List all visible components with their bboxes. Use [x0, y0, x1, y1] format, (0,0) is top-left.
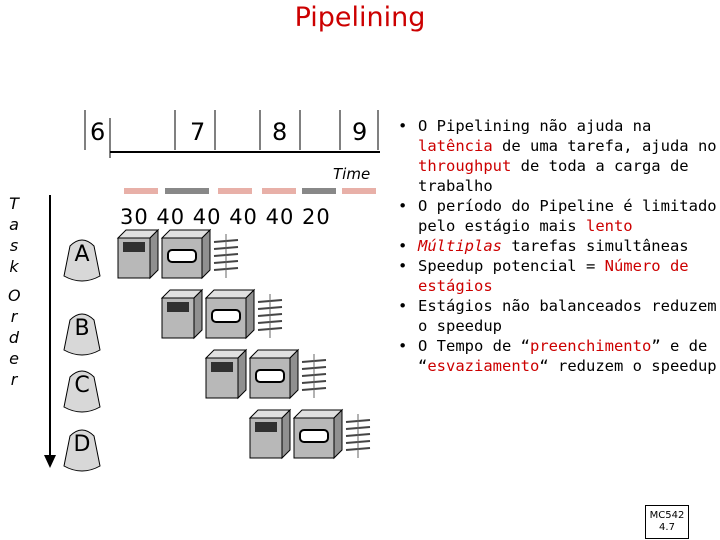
bullet-text: throughput [418, 157, 512, 175]
bullet-item: • Múltiplas tarefas simultâneas [398, 236, 720, 256]
task-order-label: T a s k O r d e r [8, 194, 21, 389]
folding-icon [301, 354, 327, 398]
dryer-icon [160, 228, 212, 280]
washer-icon [204, 348, 248, 400]
folding-icon [213, 234, 239, 278]
bullet-item: • O Pipelining não ajuda na latência de u… [398, 116, 720, 196]
bullet-item: • Speedup potencial = Número de estágios [398, 256, 720, 296]
bullet-text: Estágios não balanceados reduzem o speed… [418, 297, 717, 335]
bullet-dot: • [398, 197, 408, 215]
bullet-text: lento [585, 217, 633, 235]
timeline-label-9: 9 [352, 118, 368, 146]
bullet-dot: • [398, 117, 408, 135]
bullet-text: Speedup potencial = [418, 257, 605, 275]
bullet-text: latência [418, 137, 493, 155]
bullet-text: ” e de “ [418, 337, 708, 375]
task-bag-a: A [62, 236, 102, 288]
bullet-dot: • [398, 297, 408, 315]
dryer-icon [248, 348, 300, 400]
timeline-label-8: 8 [272, 118, 288, 146]
bullet-text: O período do Pipeline é limitado pelo es… [418, 197, 717, 235]
dryer-icon [292, 408, 344, 460]
bullet-text: Número de estágios [418, 257, 689, 295]
bullet-text: esvaziamento [427, 357, 540, 375]
task-bag-c: C [62, 367, 102, 419]
bullet-text: Múltiplas [418, 237, 502, 255]
time-label: Time [333, 165, 371, 183]
task-bag-d: D [62, 426, 102, 478]
bullet-text: O Tempo de “ [418, 337, 530, 355]
bullet-text: “ reduzem o speedup [539, 357, 717, 375]
stage-durations: 30 40 40 40 40 20 [120, 205, 331, 229]
bullet-item: • O período do Pipeline é limitado pelo e… [398, 196, 720, 236]
bullet-list: • O Pipelining não ajuda na latência de u… [398, 116, 720, 376]
bullet-dot: • [398, 237, 408, 255]
bullet-dot: • [398, 337, 408, 355]
bullet-item: • Estágios não balanceados reduzem o spee… [398, 296, 720, 336]
timeline-label-6: 6 [90, 118, 106, 146]
bullet-text: tarefas simultâneas [502, 237, 689, 255]
bullet-text: de uma tarefa, ajuda no [492, 137, 717, 155]
timeline-label-7: 7 [190, 118, 206, 146]
bullet-text: de toda a carga de trabalho [418, 157, 689, 195]
bullet-text: O Pipelining não ajuda na [418, 117, 652, 135]
slide-title: Pipelining [294, 2, 426, 33]
washer-icon [116, 228, 160, 280]
bullet-dot: • [398, 257, 408, 275]
washer-icon [160, 288, 204, 340]
washer-icon [248, 408, 292, 460]
slide-badge: MC542 4.7 [645, 505, 689, 539]
task-bag-b: B [62, 310, 102, 362]
bullet-item: • O Tempo de “preenchimento” e de “esvazi… [398, 336, 720, 376]
bullet-text: preenchimento [529, 337, 652, 355]
folding-icon [345, 414, 371, 458]
folding-icon [257, 294, 283, 338]
dryer-icon [204, 288, 256, 340]
